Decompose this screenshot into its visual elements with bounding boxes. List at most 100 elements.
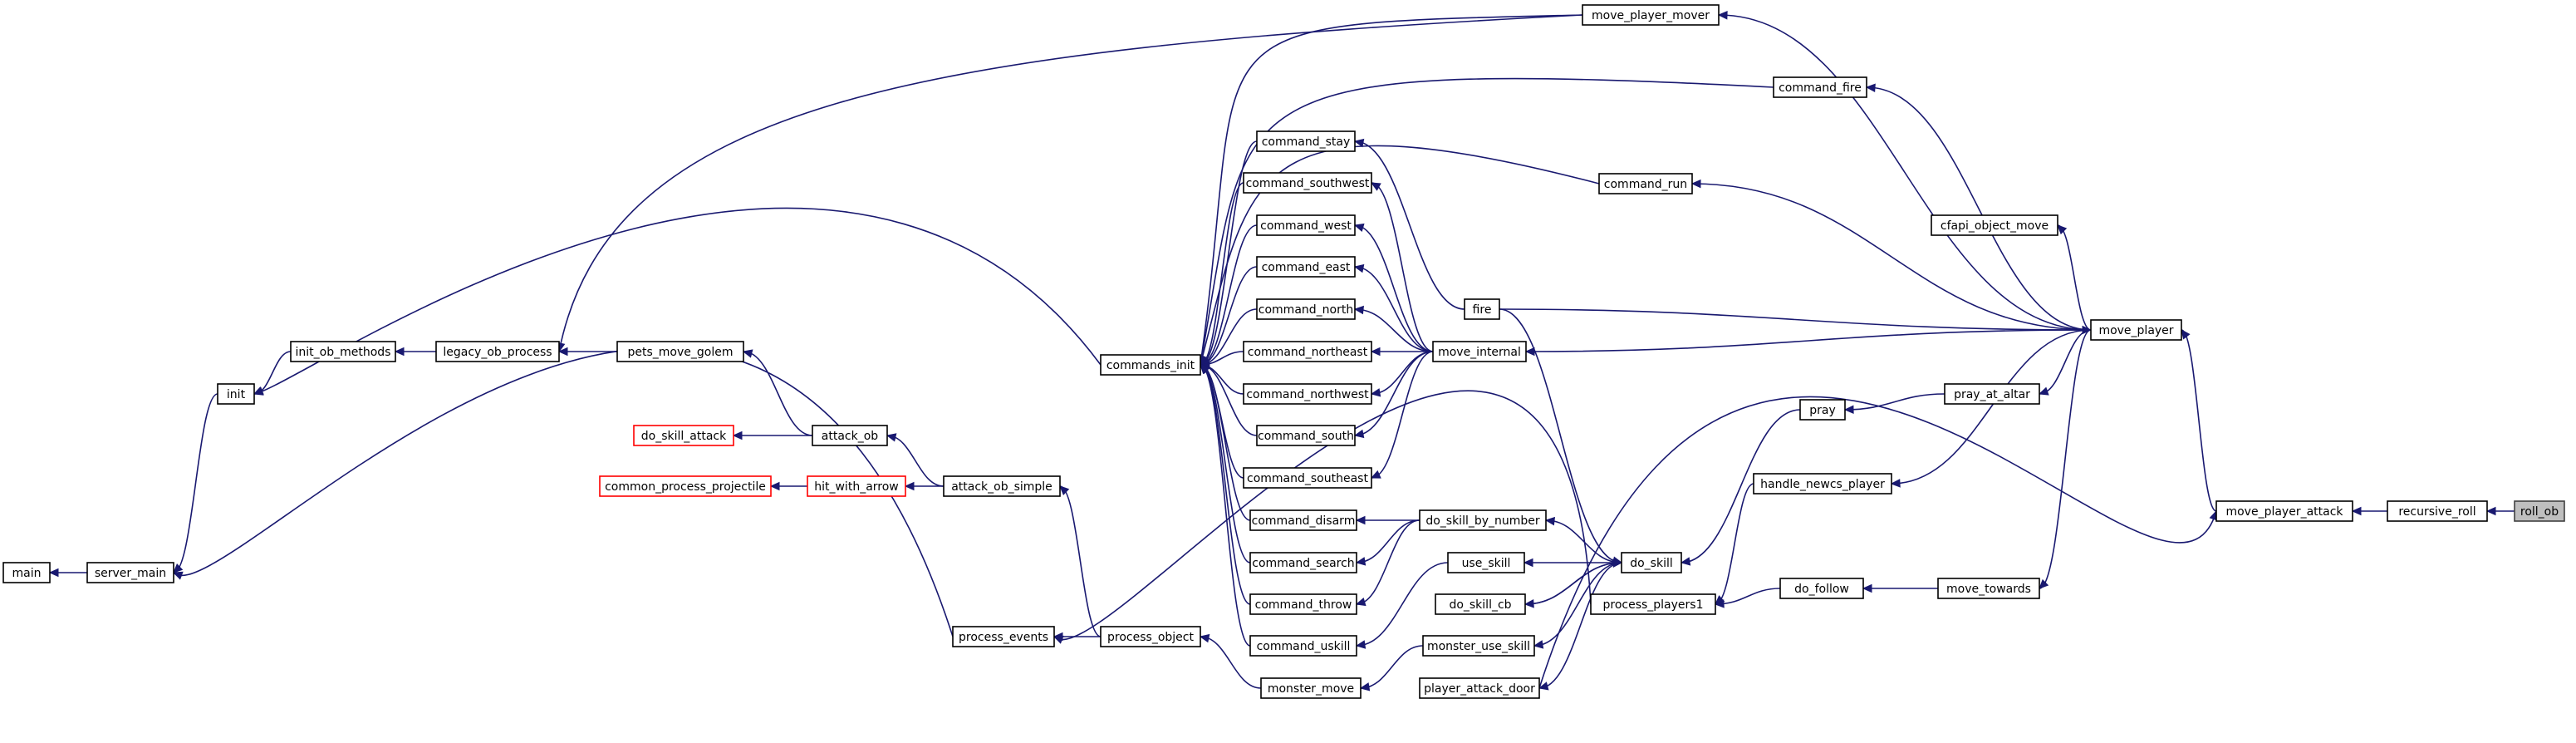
function-node-command_southeast[interactable]: command_southeast	[1243, 467, 1372, 489]
function-node-do_skill[interactable]: do_skill	[1621, 552, 1682, 573]
edge-line	[1545, 519, 1622, 563]
edge-arrowhead	[1524, 347, 1535, 357]
function-node-move_towards[interactable]: move_towards	[1937, 578, 2040, 599]
function-node-init_ob_methods[interactable]: init_ob_methods	[290, 341, 396, 362]
edge-line	[1371, 351, 1434, 395]
function-node-command_search[interactable]: command_search	[1249, 552, 1357, 573]
node-box	[1931, 214, 2058, 236]
node-box	[1621, 552, 1682, 573]
call-edge-do_skill-to-do_skill_cb	[1524, 558, 1623, 605]
function-node-pets_move_golem[interactable]: pets_move_golem	[616, 341, 744, 362]
edge-line	[173, 393, 218, 573]
node-label: recursive_roll	[2398, 505, 2475, 519]
function-node-attack_ob_simple[interactable]: attack_ob_simple	[943, 475, 1061, 497]
function-node-monster_move[interactable]: monster_move	[1260, 677, 1362, 699]
call-edge-attack_ob_simple-to-process_object	[1059, 485, 1102, 637]
node-label: init	[227, 388, 246, 401]
edge-line	[1525, 329, 2092, 352]
node-box	[1937, 578, 2040, 599]
function-node-command_northeast[interactable]: command_northeast	[1243, 341, 1372, 362]
function-node-command_east[interactable]: command_east	[1256, 256, 1356, 278]
function-node-handle_newcs_player[interactable]: handle_newcs_player	[1753, 473, 1892, 495]
node-label: handle_newcs_player	[1760, 478, 1885, 491]
function-node-hit_with_arrow[interactable]: hit_with_arrow	[807, 475, 906, 497]
call-edge-use_skill-to-do_skill	[1523, 558, 1622, 568]
call-edge-commands_init-to-command_disarm	[1200, 364, 1251, 521]
edge-arrowhead	[172, 571, 184, 580]
function-node-commands_init[interactable]: commands_init	[1100, 354, 1201, 376]
function-node-cfapi_object_move[interactable]: cfapi_object_move	[1931, 214, 2058, 236]
function-node-command_north[interactable]: command_north	[1256, 298, 1356, 320]
call-edge-command_east-to-move_internal	[1353, 263, 1434, 352]
call-edge-process_players1-to-do_follow	[1714, 588, 1781, 608]
edge-arrowhead	[557, 347, 568, 357]
edge-line	[1354, 140, 1465, 310]
edge-arrowhead	[1680, 557, 1691, 566]
function-node-fire[interactable]: fire	[1464, 298, 1500, 320]
function-node-server_main[interactable]: server_main	[86, 562, 174, 583]
node-box	[1256, 256, 1356, 278]
node-box	[1249, 509, 1357, 531]
node-label: command_east	[1262, 261, 1351, 274]
call-edge-command_throw-to-do_skill_by_number	[1355, 519, 1420, 607]
function-node-command_uskill[interactable]: command_uskill	[1249, 635, 1357, 657]
node-label: pets_move_golem	[628, 346, 734, 359]
function-node-command_stay[interactable]: command_stay	[1256, 130, 1356, 152]
function-node-move_internal[interactable]: move_internal	[1432, 341, 1527, 362]
function-node-do_follow[interactable]: do_follow	[1779, 578, 1864, 599]
call-edge-init_ob_methods-to-legacy_ob_process	[394, 347, 436, 357]
function-node-init[interactable]: init	[217, 383, 255, 405]
function-node-do_skill_attack[interactable]: do_skill_attack	[633, 425, 734, 446]
call-edge-attack_ob-to-attack_ob_simple	[886, 433, 945, 487]
function-node-pray[interactable]: pray	[1799, 399, 1846, 421]
function-node-command_south[interactable]: command_south	[1256, 425, 1356, 446]
function-node-move_player_mover[interactable]: move_player_mover	[1582, 4, 1720, 26]
node-box	[1598, 173, 1693, 194]
function-node-command_fire[interactable]: command_fire	[1773, 76, 1867, 98]
function-node-attack_ob[interactable]: attack_ob	[812, 425, 888, 446]
function-node-use_skill[interactable]: use_skill	[1447, 552, 1525, 573]
function-node-command_throw[interactable]: command_throw	[1249, 593, 1357, 615]
function-node-move_player_attack[interactable]: move_player_attack	[2215, 500, 2353, 522]
function-node-command_northwest[interactable]: command_northwest	[1243, 383, 1372, 405]
function-node-process_events[interactable]: process_events	[952, 626, 1055, 647]
function-node-command_southwest[interactable]: command_southwest	[1243, 172, 1372, 194]
node-label: command_stay	[1262, 135, 1351, 149]
call-edge-recursive_roll-to-roll_ob	[2485, 506, 2515, 516]
edge-arrowhead	[1355, 557, 1367, 566]
function-node-command_run[interactable]: command_run	[1598, 173, 1693, 194]
edge-line	[1200, 77, 1774, 366]
edge-arrowhead	[1355, 597, 1367, 607]
node-label: pray	[1809, 404, 1836, 417]
edge-line	[1533, 562, 1622, 647]
edge-arrowhead	[1862, 583, 1872, 593]
edge-arrowhead	[2038, 386, 2049, 396]
node-label: attack_ob	[822, 430, 879, 443]
node-label: process_events	[959, 631, 1048, 644]
function-node-monster_use_skill[interactable]: monster_use_skill	[1422, 635, 1535, 657]
function-node-process_players1[interactable]: process_players1	[1590, 593, 1716, 615]
edge-line	[1200, 364, 1251, 605]
call-edge-command_disarm-to-do_skill_by_number	[1355, 515, 1420, 525]
function-node-command_west[interactable]: command_west	[1256, 214, 1356, 236]
function-node-legacy_ob_process[interactable]: legacy_ob_process	[435, 341, 560, 362]
node-box	[2215, 500, 2353, 522]
node-box	[1100, 354, 1201, 376]
function-node-main[interactable]: main	[2, 562, 51, 583]
function-node-player_attack_door[interactable]: player_attack_door	[1419, 677, 1540, 699]
call-edge-handle_newcs_player-to-move_player	[1890, 329, 2092, 488]
function-node-do_skill_cb[interactable]: do_skill_cb	[1435, 593, 1526, 615]
node-label: move_towards	[1946, 583, 2031, 596]
function-node-move_player[interactable]: move_player	[2090, 319, 2182, 341]
function-node-process_object[interactable]: process_object	[1100, 626, 1201, 647]
edge-line	[2181, 329, 2217, 512]
node-box	[1249, 593, 1357, 615]
function-node-recursive_roll[interactable]: recursive_roll	[2387, 500, 2488, 522]
function-node-pray_at_altar[interactable]: pray_at_altar	[1944, 383, 2040, 405]
function-node-command_disarm[interactable]: command_disarm	[1249, 509, 1357, 531]
edge-arrowhead	[2181, 329, 2191, 340]
function-node-do_skill_by_number[interactable]: do_skill_by_number	[1419, 509, 1547, 531]
call-edge-command_northwest-to-move_internal	[1370, 351, 1434, 397]
function-node-common_process_projectile[interactable]: common_process_projectile	[599, 475, 772, 497]
